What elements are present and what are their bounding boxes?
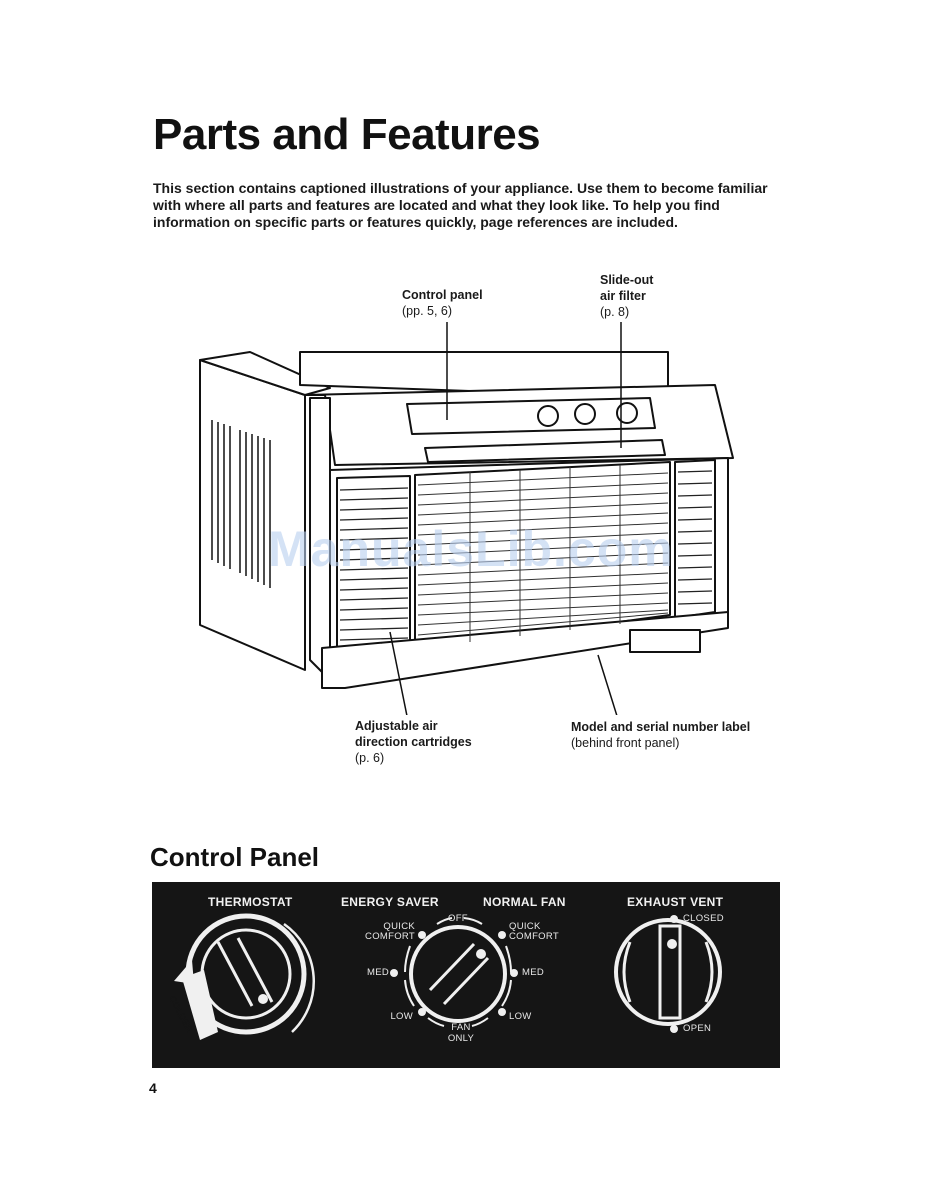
setting-quick-comfort-right-2: COMFORT	[509, 931, 559, 942]
callout-cartridges: Adjustable air direction cartridges (p. …	[355, 718, 472, 766]
callout-control-panel: Control panel (pp. 5, 6)	[402, 287, 483, 319]
setting-quick-comfort-right-1: QUICK	[509, 921, 541, 932]
page-number: 4	[149, 1080, 157, 1096]
setting-quick-comfort-left-1: QUICK	[383, 921, 415, 932]
callout-control-panel-ref: (pp. 5, 6)	[402, 304, 453, 318]
callout-model-label-label: Model and serial number label	[571, 720, 751, 734]
energy-saver-label: ENERGY SAVER	[341, 895, 439, 909]
section-heading-control-panel: Control Panel	[150, 842, 320, 872]
setting-med-left: MED	[366, 967, 389, 978]
air-conditioner-illustration	[199, 322, 734, 715]
thermostat-label: THERMOSTAT	[208, 895, 293, 909]
callout-model-label-ref: (behind front panel)	[571, 736, 680, 750]
thermostat-knob	[174, 913, 315, 1040]
setting-fan-only-2: ONLY	[447, 1033, 475, 1044]
intro-paragraph: This section contains captioned illustra…	[153, 180, 768, 230]
callout-air-filter-ref: (p. 8)	[600, 305, 630, 319]
callout-air-filter: Slide-out air filter (p. 8)	[600, 272, 653, 320]
setting-low-right: LOW	[509, 1011, 532, 1022]
setting-med-right: MED	[522, 967, 545, 978]
callout-air-filter-label-1: Slide-out	[600, 273, 654, 287]
setting-fan-only-1: FAN	[451, 1022, 471, 1033]
setting-off: OFF	[448, 913, 468, 924]
mode-knob	[390, 917, 518, 1027]
callout-air-filter-label-2: air filter	[600, 289, 646, 303]
normal-fan-label: NORMAL FAN	[483, 895, 566, 909]
callout-cartridges-label-2: direction cartridges	[355, 735, 472, 749]
callout-control-panel-label: Control panel	[402, 288, 483, 302]
callout-cartridges-label-1: Adjustable air	[355, 719, 438, 733]
exhaust-vent-knob	[614, 915, 722, 1033]
callout-model-label: Model and serial number label (behind fr…	[571, 719, 750, 751]
setting-low-left: LOW	[390, 1011, 413, 1022]
watermark: ManualsLib.com	[268, 521, 674, 577]
setting-quick-comfort-left-2: COMFORT	[365, 931, 415, 942]
exhaust-vent-label: EXHAUST VENT	[627, 895, 724, 909]
callout-cartridges-ref: (p. 6)	[355, 751, 385, 765]
page-title: Parts and Features	[153, 110, 541, 159]
setting-closed: CLOSED	[683, 913, 724, 924]
setting-open: OPEN	[683, 1023, 712, 1034]
control-panel-graphic: THERMOSTAT COLDER ENERGY SAVER NORMAL FA…	[152, 882, 780, 1068]
